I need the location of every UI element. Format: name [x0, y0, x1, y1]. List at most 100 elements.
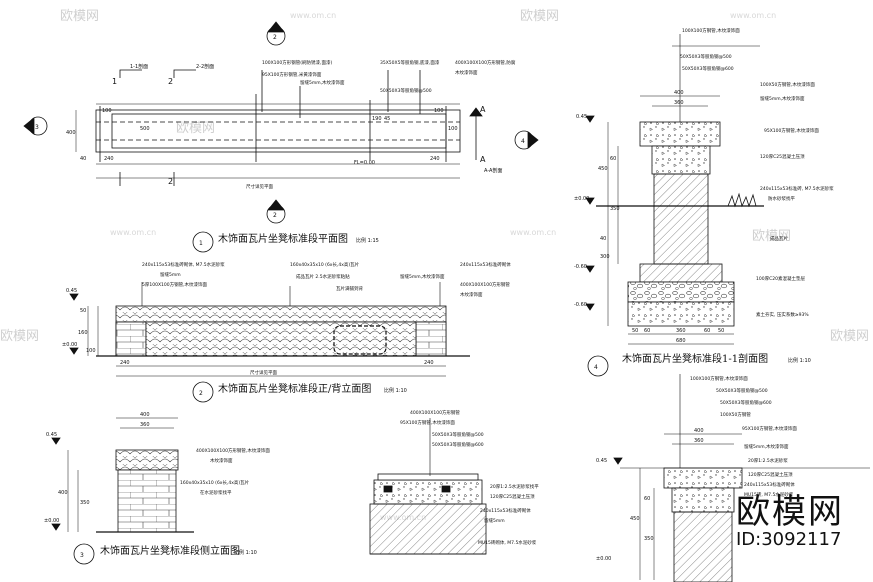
- material-note: 240x115x53标准砖砌体: [460, 261, 511, 268]
- concrete-coping: [671, 487, 735, 513]
- footing: [639, 263, 723, 283]
- level-mark: -0.60: [574, 302, 587, 308]
- material-note: 100厚C20素混凝土垫层: [756, 275, 805, 282]
- section-label-2-2: 2-2剖面: [196, 63, 214, 70]
- steel-angle: [441, 485, 451, 493]
- material-note: 木纹漆饰面: [455, 69, 478, 76]
- drawing-scale: 比例 1:10: [384, 387, 407, 394]
- material-note: 160x40x35x10 (6x长,4x高)瓦片: [290, 261, 360, 268]
- watermark-site: www.om.cn: [110, 228, 156, 237]
- drawing-title: 木饰面瓦片坐凳标准段1-1剖面图: [622, 352, 768, 365]
- level-mark: 0.45: [66, 288, 77, 294]
- material-note: 95X100方形钢管,米黄漆饰面: [262, 71, 322, 78]
- section-mark-a: A: [480, 155, 486, 164]
- brick-core: [653, 173, 709, 265]
- material-note: 素土夯实, 压实系数≥93%: [756, 311, 809, 318]
- dim-text: 100: [434, 108, 444, 114]
- dim-text: 240: [424, 360, 434, 366]
- detail-right-section: [613, 374, 870, 582]
- brand-watermark: 欧模网 ID:3092117: [736, 494, 866, 550]
- drawing-number: 2: [199, 390, 203, 397]
- dim-text: 50: [80, 308, 86, 314]
- drawing-4-section: [585, 34, 764, 377]
- section-mark: 1: [112, 77, 117, 86]
- watermark-brand: 欧模网: [752, 229, 791, 244]
- watermark-brand: 欧模网: [520, 9, 559, 24]
- dim-text: 60: [704, 328, 710, 334]
- section-cap: [639, 121, 721, 147]
- drawing-number: 4: [594, 364, 598, 371]
- concrete-coping: [651, 145, 711, 175]
- material-note: 20厚1:2.5水泥砂浆: [748, 457, 788, 464]
- material-note: 5厚100X100方钢管,木纹漆饰面: [142, 281, 208, 288]
- material-note: 留缝5mm: [484, 517, 505, 524]
- length-note: 尺寸详见平面: [246, 183, 273, 190]
- section-mark: 2: [168, 177, 173, 186]
- material-note: 95X100方钢管,木纹漆饰面: [742, 425, 797, 432]
- detail-right-text: 0.45 ±0.00 400 360 450 60 350 100X100方钢管…: [596, 375, 797, 562]
- material-note: 240x115x53标准砖砌体: [744, 481, 795, 488]
- detail-mid-text: 400X100X100方形钢管 95X100方钢管,木纹漆饰面 50X50X3等…: [400, 409, 539, 546]
- drawing-1-plan: [23, 21, 539, 253]
- drawing-scale: 比例 1:10: [234, 549, 257, 556]
- dim-text: 400: [140, 412, 150, 418]
- watermark-site: www.om.cn: [730, 11, 776, 20]
- material-note: 留缝5mm: [160, 271, 181, 278]
- dim-text: 100: [448, 126, 458, 132]
- dim-text: 160: [78, 330, 88, 336]
- material-note: 400X100X100方形钢管: [410, 409, 460, 416]
- detail-mid-section: [369, 418, 487, 555]
- material-note: 50X50X3等肢角钢@500: [432, 431, 484, 438]
- bench-outline: [95, 109, 461, 153]
- watermark-brand: 欧模网: [176, 121, 215, 136]
- drawing-2-elevation: [69, 282, 470, 403]
- material-note: 留缝5mm,木纹漆饰面: [400, 273, 445, 280]
- watermark-site: www.om.cn: [290, 11, 336, 20]
- dim-text: 350: [80, 500, 90, 506]
- dim-text: 400: [58, 490, 68, 496]
- callout-number: 4: [521, 138, 525, 145]
- material-note: 瓦片满铺到背: [336, 285, 363, 292]
- drawing-3-side: [51, 417, 194, 565]
- dim-text: 400: [694, 428, 704, 434]
- section-label-1-1: 1-1剖面: [130, 63, 148, 70]
- dim-text: 190: [372, 116, 382, 122]
- material-note: 160x40x35x10 (6x长,4x高)瓦片: [180, 479, 250, 486]
- length-note: 尺寸详见平面: [250, 369, 277, 376]
- watermark-brand: 欧模网: [830, 329, 869, 344]
- tile-cap: [115, 305, 447, 323]
- material-note: MU15砖砌体, M7.5水泥砂浆: [478, 539, 537, 546]
- dim-text: 300: [600, 254, 610, 260]
- material-note: 50X50X3等肢角钢@600: [682, 65, 734, 72]
- level-mark: ±0.00: [62, 342, 77, 348]
- material-note: 成品瓦片: [770, 235, 788, 242]
- material-note: 50X50X3等肢角钢@500: [380, 87, 432, 94]
- material-note: 120厚C25混凝土压顶: [760, 153, 805, 160]
- material-note: 100X100方钢管,木纹漆饰面: [690, 375, 748, 382]
- material-note: 在水泥砂浆找平: [200, 489, 232, 496]
- dim-text: 450: [598, 166, 608, 172]
- mortar-layer: [377, 473, 479, 481]
- drawing-title: 木饰面瓦片坐凳标准段正/背立面图: [218, 382, 371, 395]
- material-note: 留缝5mm,木纹漆饰面: [744, 443, 789, 450]
- material-note: 100X50方钢管: [720, 411, 751, 418]
- steel-angle: [383, 485, 393, 493]
- brand-id: ID:3092117: [736, 529, 842, 550]
- drawing-title: 木饰面瓦片坐凳标准段平面图: [218, 232, 348, 245]
- material-note: 100X100方形钢管(刷防锈漆,面漆): [262, 59, 332, 66]
- material-note: MU15砖, M7.5水泥砂浆: [744, 491, 794, 498]
- brick-hatch: [369, 503, 487, 555]
- dim-text: 100: [102, 108, 112, 114]
- level-mark: 0.45: [46, 432, 57, 438]
- section-mark: 2: [168, 77, 173, 86]
- dim-text: 40: [600, 236, 606, 242]
- detail-highlight: [333, 325, 387, 355]
- material-note: 240x115x53标准砖, M7.5水泥砂浆: [760, 185, 834, 192]
- drawing-4-text: 0.45 ±0.00 -0.60 -0.60 400 360 50 60 360…: [574, 27, 834, 371]
- material-note: 留缝5mm,木纹漆饰面: [300, 79, 345, 86]
- dim-text: 360: [674, 100, 684, 106]
- drawing-scale: 比例 1:15: [356, 237, 379, 244]
- material-note: 成品瓦片 2.5水泥砂浆粘贴: [296, 273, 350, 280]
- drawing-title: 木饰面瓦片坐凳标准段侧立面图: [100, 544, 240, 557]
